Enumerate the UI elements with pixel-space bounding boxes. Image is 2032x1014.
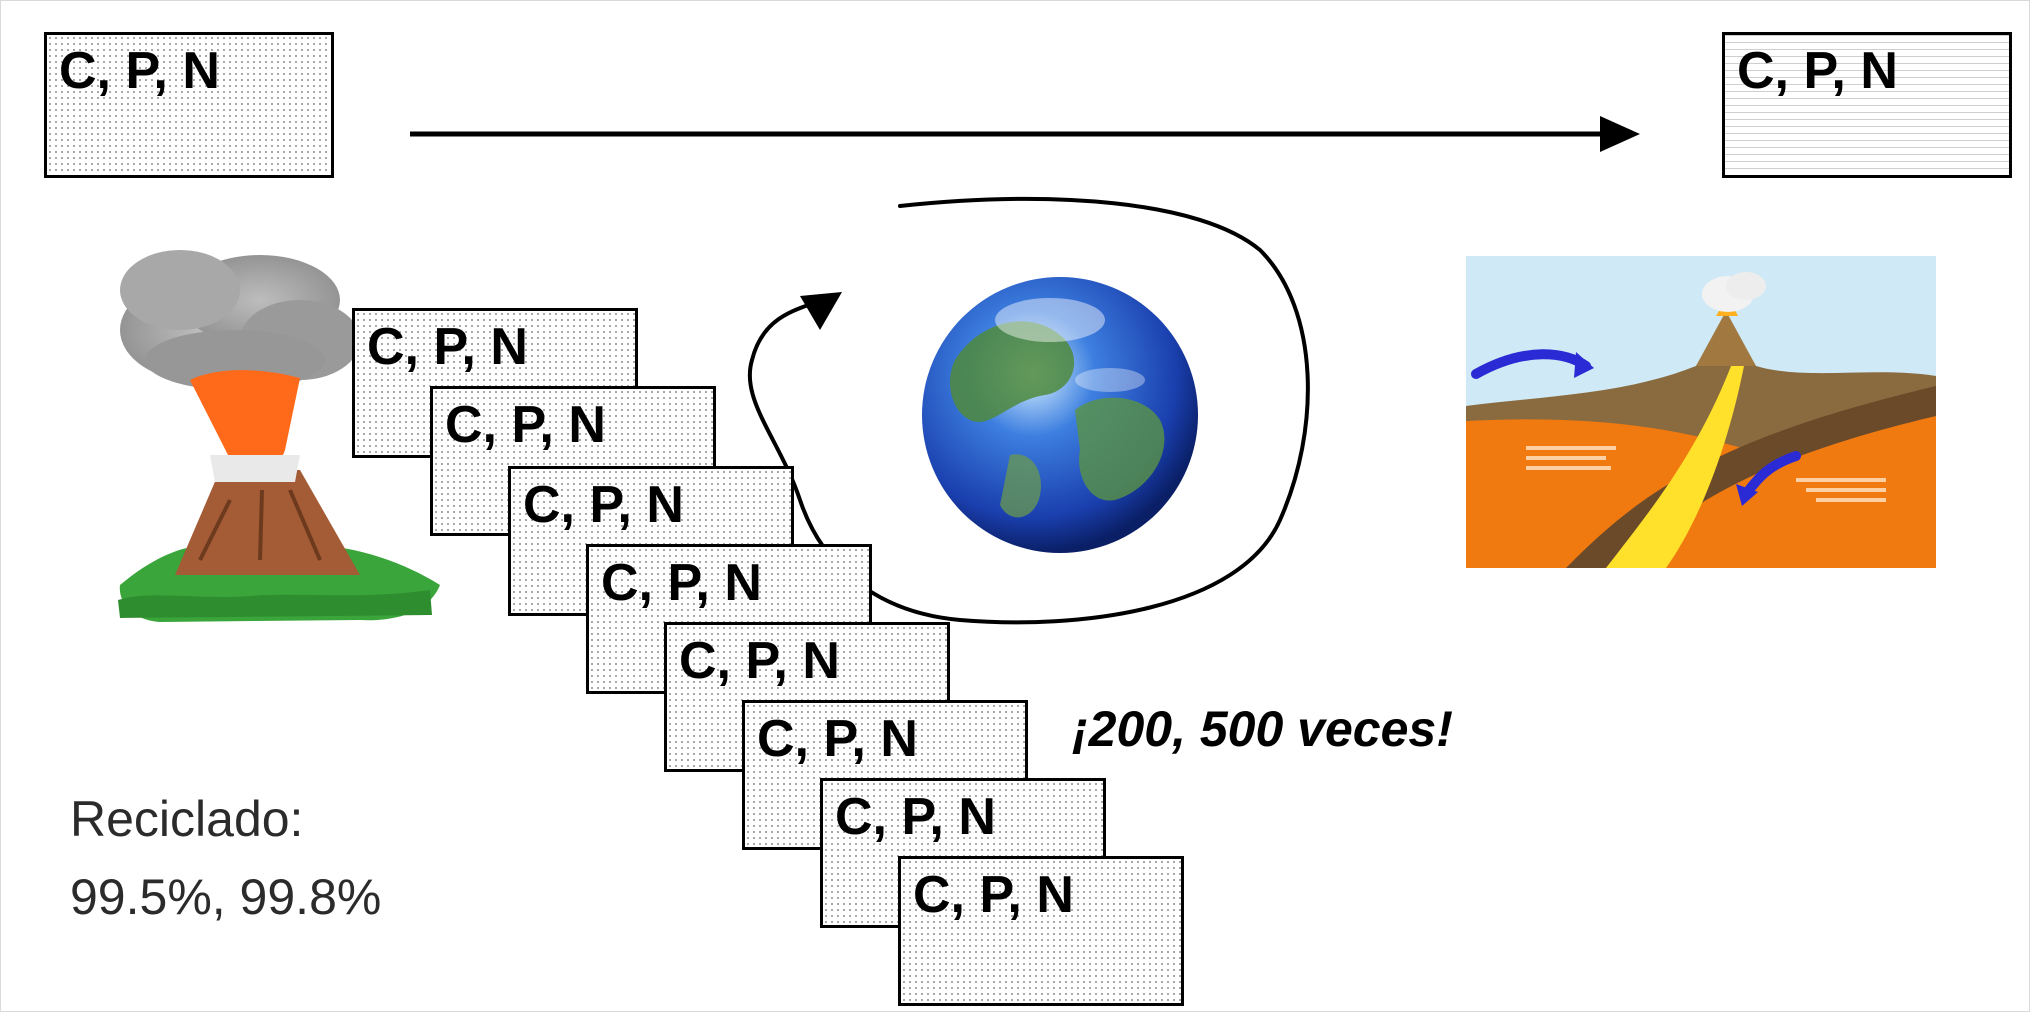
stacked-box-label: C, P, N [757, 710, 918, 768]
stacked-box-label: C, P, N [523, 476, 684, 534]
stacked-box: C, P, N [898, 856, 1184, 1006]
stacked-box-label: C, P, N [679, 632, 840, 690]
top-left-box-label: C, P, N [59, 42, 220, 100]
top-right-box-label: C, P, N [1737, 42, 1898, 100]
time-arrow [410, 116, 1640, 152]
top-left-box: C, P, N [44, 32, 334, 178]
stacked-box: C, P, N [430, 386, 716, 536]
earth-globe-icon [922, 277, 1198, 553]
subduction-zone-illustration [1466, 256, 1936, 568]
volcano-icon [118, 250, 440, 622]
recycling-title: Reciclado: [70, 791, 304, 847]
recycling-values: 99.5%, 99.8% [70, 869, 382, 925]
stacked-box-label: C, P, N [601, 554, 762, 612]
repetition-label: ¡200, 500 veces! [1072, 701, 1453, 757]
stacked-box-label: C, P, N [445, 396, 606, 454]
stacked-box-label: C, P, N [913, 866, 1074, 924]
stacked-box-label: C, P, N [367, 318, 528, 376]
stacked-box-label: C, P, N [835, 788, 996, 846]
top-right-box: C, P, N [1722, 32, 2012, 178]
recycling-loop-arrow [747, 196, 1310, 625]
